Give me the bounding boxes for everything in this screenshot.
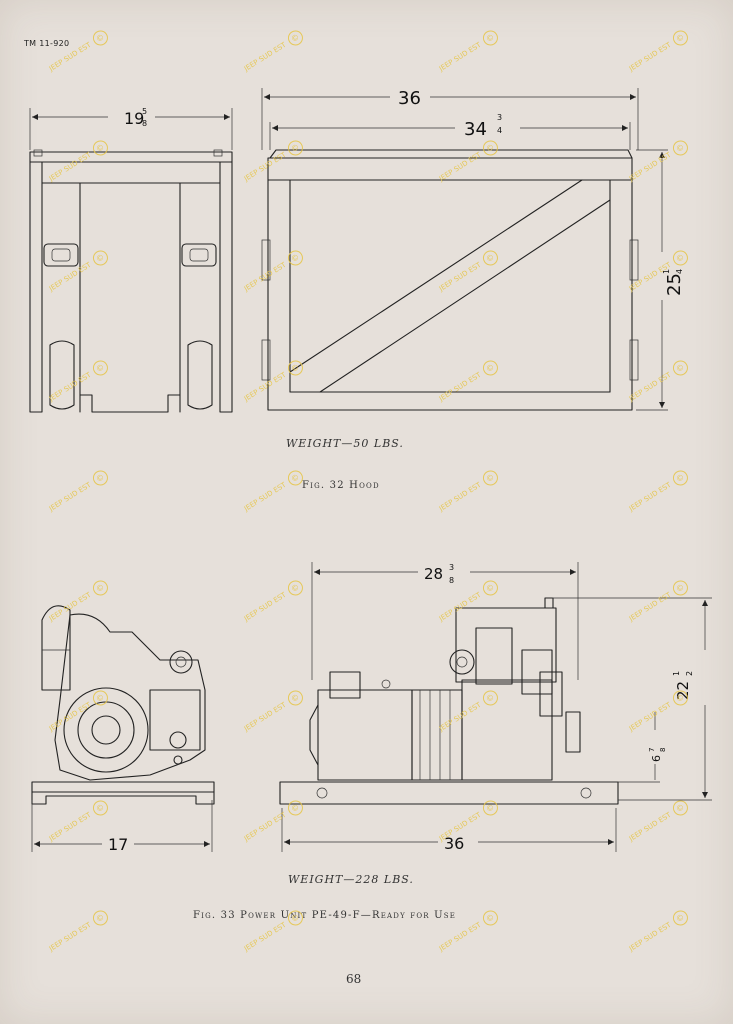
figure-33-weight: WEIGHT—228 LBS. — [288, 873, 414, 886]
hood-width-den: 8 — [142, 119, 147, 128]
hood-height-dim: 25 — [664, 273, 685, 296]
power-unit-end-width-dim: 17 — [108, 835, 128, 854]
page-number: 68 — [346, 972, 362, 986]
power-unit-side-view — [279, 562, 712, 852]
power-unit-length-num: 3 — [449, 563, 454, 572]
figure-33-caption: Fig. 33 Power Unit PE-49-F—Ready for Use — [193, 910, 457, 921]
document-id: TM 11-920 — [24, 39, 70, 48]
power-unit-base-height-dim: 6 — [650, 755, 663, 762]
figure-32-caption: Fig. 32 Hood — [302, 480, 380, 491]
hood-height-den: 4 — [675, 269, 684, 274]
hood-inner-length-dim: 34 — [464, 119, 487, 140]
power-unit-height-dim: 22 — [674, 681, 692, 700]
power-unit-base-num: 7 — [648, 748, 656, 752]
hood-width-num: 5 — [142, 107, 147, 116]
figure-32-weight: WEIGHT—50 LBS. — [286, 437, 404, 450]
power-unit-end-view — [31, 605, 215, 805]
hood-end-view — [29, 108, 233, 413]
hood-inner-num: 3 — [497, 113, 502, 122]
hood-height-num: 1 — [662, 269, 671, 274]
power-unit-height-num: 1 — [672, 671, 681, 676]
hood-overall-length-dim: 36 — [398, 88, 421, 109]
power-unit-base-length-dim: 36 — [444, 834, 464, 853]
power-unit-base-den: 8 — [659, 748, 667, 752]
hood-side-view — [261, 88, 668, 411]
hood-inner-den: 4 — [497, 126, 502, 135]
hood-width-dim: 19 — [124, 109, 144, 128]
power-unit-length-dim: 28 — [424, 565, 443, 583]
power-unit-length-den: 8 — [449, 576, 454, 585]
power-unit-height-den: 2 — [685, 671, 694, 676]
